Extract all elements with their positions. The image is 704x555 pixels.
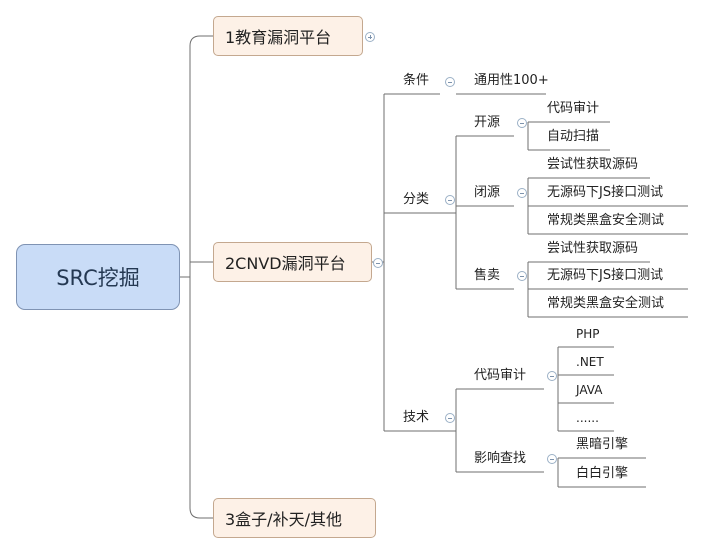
topic-open-source[interactable]: 开源 <box>474 115 501 130</box>
branch-other-platforms[interactable]: 3盒子/补天/其他 <box>213 498 376 538</box>
leaf-white-engine[interactable]: 白白引擎 <box>576 466 629 481</box>
topic-condition-value[interactable]: 通用性100+ <box>474 73 549 88</box>
topic-code-audit[interactable]: 代码审计 <box>474 368 527 383</box>
leaf-java[interactable]: JAVA <box>576 383 603 397</box>
topic-technique[interactable]: 技术 <box>403 410 430 425</box>
collapse-toggle-icon[interactable] <box>517 271 527 281</box>
topic-closed-source[interactable]: 闭源 <box>474 185 501 200</box>
leaf-ellipsis[interactable]: ...... <box>576 411 599 425</box>
leaf-blackbox-test[interactable]: 常规类黑盒安全测试 <box>547 213 665 228</box>
branch-other-label: 3盒子/补天/其他 <box>225 510 342 529</box>
leaf-js-api-test[interactable]: 无源码下JS接口测试 <box>547 185 664 200</box>
leaf-blackbox-test[interactable]: 常规类黑盒安全测试 <box>547 296 665 311</box>
collapse-toggle-icon[interactable] <box>373 258 383 268</box>
leaf-dark-engine[interactable]: 黑暗引擎 <box>576 437 629 452</box>
connector-branch-1 <box>189 35 213 47</box>
leaf-try-get-source[interactable]: 尝试性获取源码 <box>547 241 639 256</box>
collapse-toggle-icon[interactable] <box>547 454 557 464</box>
collapse-toggle-icon[interactable] <box>517 118 527 128</box>
topic-for-sale[interactable]: 售卖 <box>474 268 501 283</box>
branch-education-label: 1教育漏洞平台 <box>225 28 332 47</box>
leaf-code-audit[interactable]: 代码审计 <box>547 101 600 116</box>
root-node[interactable]: SRC挖掘 <box>16 244 180 310</box>
connector-branch-3 <box>189 507 213 519</box>
branch-education-platform[interactable]: 1教育漏洞平台 <box>213 16 363 56</box>
collapse-toggle-icon[interactable] <box>445 413 455 423</box>
root-label: SRC挖掘 <box>56 266 140 290</box>
leaf-auto-scan[interactable]: 自动扫描 <box>547 129 600 144</box>
collapse-toggle-icon[interactable] <box>547 371 557 381</box>
topic-impact-search[interactable]: 影响查找 <box>474 451 527 466</box>
collapse-toggle-icon[interactable] <box>445 77 455 87</box>
branch-cnvd-platform[interactable]: 2CNVD漏洞平台 <box>213 242 372 282</box>
leaf-try-get-source[interactable]: 尝试性获取源码 <box>547 157 639 172</box>
leaf-js-api-test[interactable]: 无源码下JS接口测试 <box>547 268 664 283</box>
topic-classification[interactable]: 分类 <box>403 192 430 207</box>
topic-condition[interactable]: 条件 <box>403 73 430 88</box>
expand-toggle-icon[interactable] <box>365 32 375 42</box>
branch-cnvd-label: 2CNVD漏洞平台 <box>225 254 346 273</box>
leaf-dotnet[interactable]: .NET <box>576 355 604 369</box>
collapse-toggle-icon[interactable] <box>517 188 527 198</box>
leaf-php[interactable]: PHP <box>576 327 600 341</box>
collapse-toggle-icon[interactable] <box>445 195 455 205</box>
